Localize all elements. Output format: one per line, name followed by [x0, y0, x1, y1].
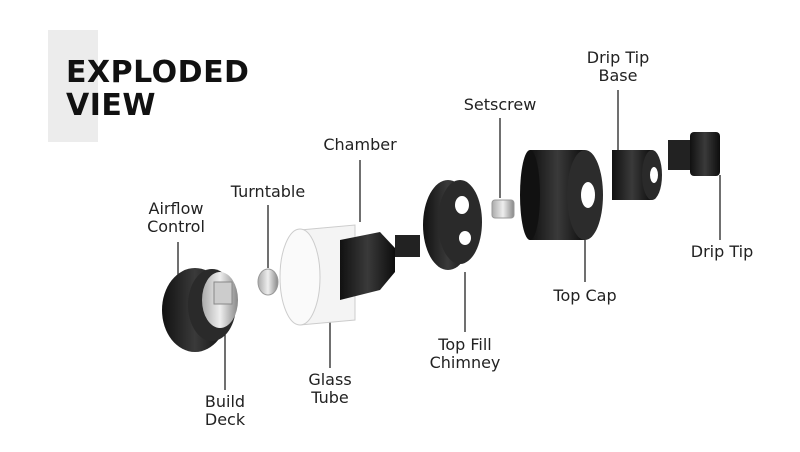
label-glass-tube: Glass Tube	[308, 371, 351, 407]
page-title: EXPLODED VIEW	[66, 56, 249, 122]
label-drip-tip-base: Drip Tip Base	[587, 49, 649, 85]
build-deck-part	[202, 272, 238, 328]
setscrew-part	[491, 199, 515, 219]
label-setscrew: Setscrew	[463, 95, 537, 114]
label-airflow-control: Airflow Control	[147, 200, 205, 236]
label-chamber: Chamber	[323, 135, 397, 154]
chamber-part	[340, 232, 420, 300]
label-turntable: Turntable	[230, 182, 306, 201]
label-line: Top Fill	[438, 335, 492, 354]
label-line: Airflow	[148, 199, 204, 218]
top-cap-part	[520, 150, 603, 240]
drip-tip-part	[668, 132, 720, 176]
label-line: Base	[598, 66, 638, 85]
drip-tip-base-part	[612, 150, 662, 200]
label-line: Tube	[311, 388, 349, 407]
label-build-deck: Build Deck	[205, 393, 245, 429]
label-line: Control	[147, 217, 205, 236]
title-line-1: EXPLODED	[66, 55, 250, 90]
title-line-2: VIEW	[66, 88, 156, 123]
leader-lines	[177, 90, 721, 390]
label-line: Build	[204, 392, 246, 411]
label-drip-tip: Drip Tip	[690, 242, 754, 261]
label-line: Glass	[308, 370, 352, 389]
label-line: Drip Tip	[586, 48, 650, 67]
label-line: Chimney	[429, 353, 501, 372]
title-background	[48, 30, 98, 142]
label-top-cap: Top Cap	[553, 286, 617, 305]
turntable-part	[257, 268, 279, 296]
top-fill-chimney-part	[423, 180, 482, 270]
label-top-fill-chimney: Top Fill Chimney	[430, 336, 501, 372]
label-line: Deck	[204, 410, 246, 429]
